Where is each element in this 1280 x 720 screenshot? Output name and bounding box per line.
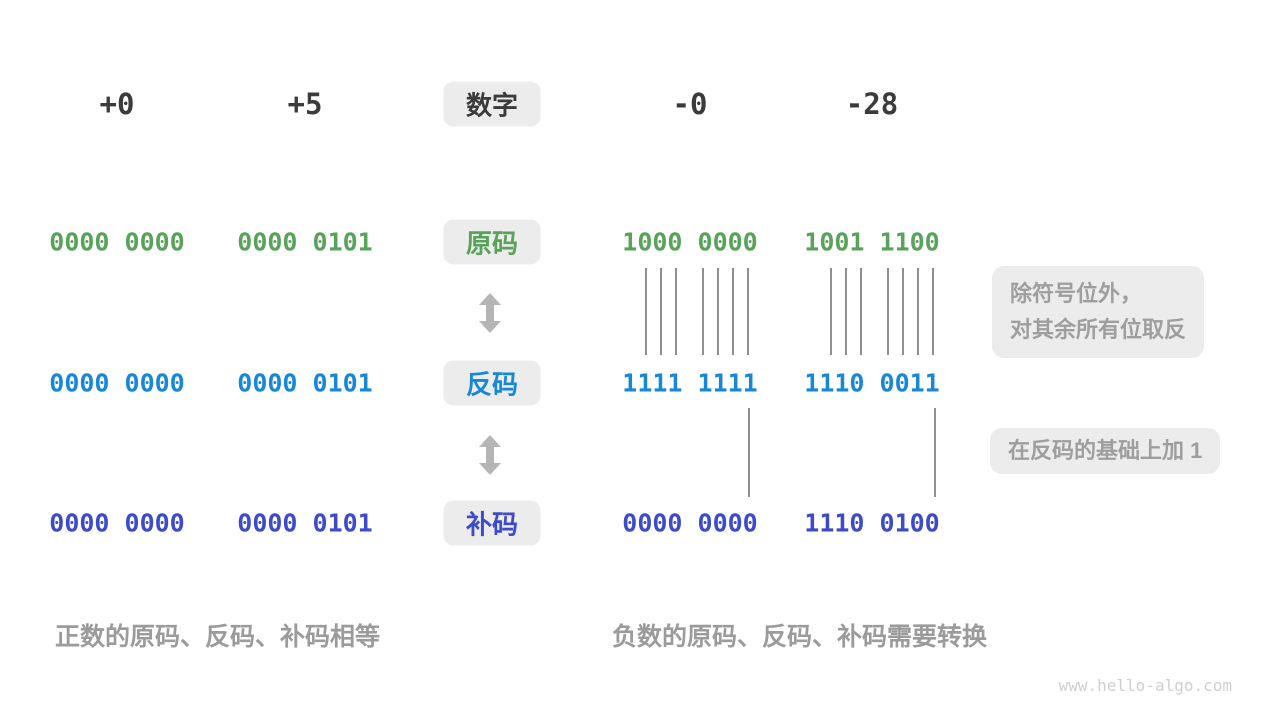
column-header-minus28: -28 <box>845 87 899 121</box>
flip-note-line1: 除符号位外， <box>1010 281 1143 306</box>
flip-line <box>747 268 749 355</box>
ones-complement-value-minus28: 1110 0011 <box>804 368 940 398</box>
ones-complement-chip: 反码 <box>443 360 541 406</box>
twos-complement-chip: 补码 <box>443 500 541 546</box>
twos-complement-value-minus0: 0000 0000 <box>622 508 758 538</box>
caption-positive: 正数的原码、反码、补码相等 <box>55 623 381 651</box>
updown-arrow-icon <box>478 293 502 338</box>
flip-line <box>917 268 919 355</box>
twos-complement-chip-label: 补码 <box>465 509 518 540</box>
ones-complement-value-plus5: 0000 0101 <box>237 368 373 398</box>
sign-magnitude-value-minus0: 1000 0000 <box>622 227 758 257</box>
ones-complement-chip-label: 反码 <box>465 369 518 400</box>
sign-magnitude-value-minus28: 1001 1100 <box>804 227 940 257</box>
add-one-note-box: 在反码的基础上加 1 <box>990 428 1221 474</box>
flip-line <box>645 268 647 355</box>
sign-magnitude-chip-label: 原码 <box>465 228 518 259</box>
sign-magnitude-chip: 原码 <box>443 219 541 265</box>
flip-note-box: 除符号位外， 对其余所有位取反 <box>992 266 1205 358</box>
add-one-note-text: 在反码的基础上加 1 <box>1008 438 1203 463</box>
add-one-line <box>934 408 936 497</box>
caption-negative: 负数的原码、反码、补码需要转换 <box>612 623 988 651</box>
twos-complement-value-plus0: 0000 0000 <box>49 508 185 538</box>
column-header-plus0: +0 <box>99 87 135 121</box>
flip-line <box>902 268 904 355</box>
flip-line <box>717 268 719 355</box>
flip-line <box>732 268 734 355</box>
ones-complement-value-minus0: 1111 1111 <box>622 368 758 398</box>
flip-line <box>675 268 677 355</box>
twos-complement-value-plus5: 0000 0101 <box>237 508 373 538</box>
column-header-minus0: -0 <box>672 87 708 121</box>
flip-line <box>932 268 934 355</box>
ones-complement-value-plus0: 0000 0000 <box>49 368 185 398</box>
watermark: www.hello-algo.com <box>1058 676 1232 695</box>
sign-magnitude-value-plus0: 0000 0000 <box>49 227 185 257</box>
twos-complement-value-minus28: 1110 0100 <box>804 508 940 538</box>
flip-line <box>660 268 662 355</box>
flip-line <box>702 268 704 355</box>
flip-note-line2: 对其余所有位取反 <box>1010 317 1187 342</box>
add-one-line <box>748 408 750 497</box>
flip-line <box>845 268 847 355</box>
sign-magnitude-value-plus5: 0000 0101 <box>237 227 373 257</box>
flip-line <box>830 268 832 355</box>
flip-line <box>860 268 862 355</box>
header-chip-number: 数字 <box>443 81 541 127</box>
column-header-plus5: +5 <box>287 87 323 121</box>
flip-line <box>887 268 889 355</box>
updown-arrow-icon <box>478 435 502 480</box>
header-chip-label: 数字 <box>465 90 518 121</box>
